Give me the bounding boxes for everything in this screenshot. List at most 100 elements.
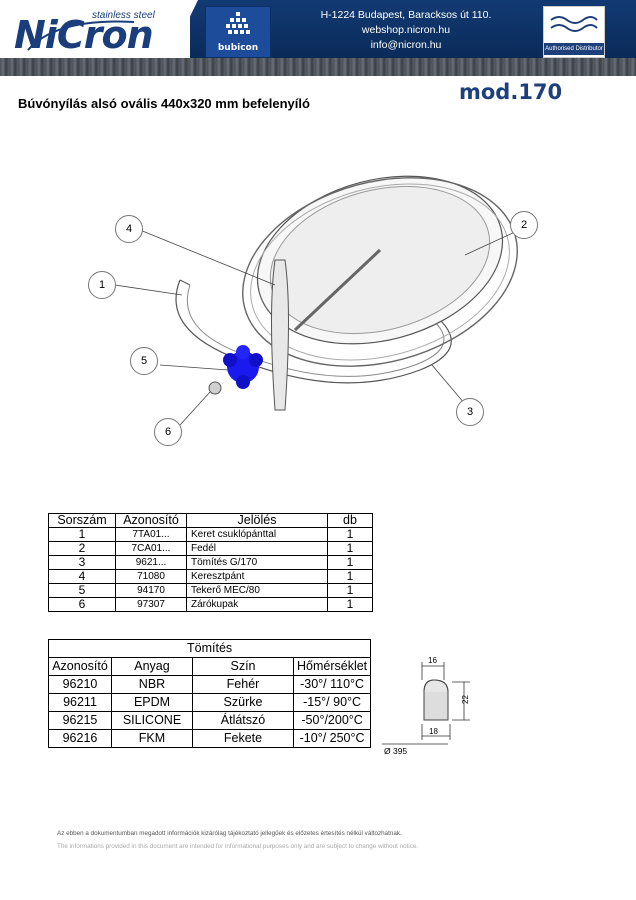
table-row: 96215 SILICONE Átlátszó -50°/200°C <box>48 711 372 730</box>
seal-table-caption: Tömítés <box>47 639 372 658</box>
bubicon-grid-icon <box>224 11 252 39</box>
alfa-laval-logo-icon <box>550 16 598 32</box>
header-cell: db <box>327 513 373 528</box>
nicron-swoosh-icon <box>27 20 135 51</box>
model-number: mod.170 <box>459 80 563 104</box>
email-link[interactable]: info@nicron.hu <box>370 39 442 51</box>
table-cell: 96211 <box>48 693 112 712</box>
table-header-row: Azonosító Anyag Szín Hőmérséklet <box>48 657 372 676</box>
exploded-view-drawing <box>114 175 531 426</box>
gasket-profile-drawing: 16 18 22 Ø 395 <box>382 656 470 756</box>
table-cell: Átlátszó <box>192 711 294 730</box>
header-cell: Hőmérséklet <box>292 657 372 676</box>
seal-caption-row: Tömítés <box>47 639 372 658</box>
brand-logo: NiCron <box>14 13 154 57</box>
table-cell: EPDM <box>111 693 193 712</box>
dim-bottom-width: 18 <box>429 727 438 736</box>
cover-lid-inner <box>269 185 491 335</box>
table-row: 96210 NBR Fehér -30°/ 110°C <box>48 675 372 694</box>
table-cell: 5 <box>48 583 116 598</box>
table-cell: 71080 <box>115 569 187 584</box>
table-cell: 1 <box>327 541 373 556</box>
document-title: Búvónyílás alsó ovális 440x320 mm befele… <box>18 96 310 111</box>
table-cell: 4 <box>48 569 116 584</box>
footer-disclaimer-hu: Az ebben a dokumentumban megadott inform… <box>57 830 402 837</box>
page-header: NiCron stainless steel bubicon H-1224 Bu… <box>0 0 636 76</box>
table-row: 2 7CA01... Fedél 1 <box>48 541 373 556</box>
company-address: H-1224 Budapest, Baracksos út 110. websh… <box>300 8 512 53</box>
table-cell: 1 <box>48 527 116 542</box>
dim-top-width: 16 <box>428 656 437 665</box>
crossbar <box>271 259 289 411</box>
table-cell: 96216 <box>48 729 112 748</box>
screw <box>293 248 382 332</box>
table-cell: 94170 <box>115 583 187 598</box>
table-row: 96216 FKM Fekete -10°/ 250°C <box>48 729 372 748</box>
handwheel <box>223 345 263 389</box>
table-cell: 7CA01... <box>115 541 187 556</box>
header-cell: Anyag <box>111 657 193 676</box>
address-line: H-1224 Budapest, Baracksos út 110. <box>320 9 492 21</box>
header-cell: Szín <box>192 657 294 676</box>
table-cell: 1 <box>327 569 373 584</box>
table-cell: 97307 <box>115 597 187 612</box>
webshop-link[interactable]: webshop.nicron.hu <box>361 24 451 36</box>
table-cell: Tekerő MEC/80 <box>186 583 328 598</box>
table-cell: 96215 <box>48 711 112 730</box>
table-row: 5 94170 Tekerő MEC/80 1 <box>48 583 373 598</box>
table-cell: Fekete <box>192 729 294 748</box>
table-cell: 96210 <box>48 675 112 694</box>
table-cell: 1 <box>327 583 373 598</box>
header-cell: Azonosító <box>115 513 187 528</box>
table-cell: Szürke <box>192 693 294 712</box>
table-cell: 6 <box>48 597 116 612</box>
distributor-badge: Authorised Distributor <box>543 6 605 58</box>
table-cell: 3 <box>48 555 116 570</box>
callout-2: 2 <box>510 211 538 239</box>
partner-logo: bubicon <box>205 6 271 58</box>
callout-1: 1 <box>88 271 116 299</box>
table-cell: Tömítés G/170 <box>186 555 328 570</box>
header-slant <box>168 0 198 62</box>
table-cell: -15°/ 90°C <box>292 693 372 712</box>
callout-6: 6 <box>154 418 182 446</box>
header-cell: Jelölés <box>186 513 328 528</box>
table-row: 3 9621... Tömítés G/170 1 <box>48 555 373 570</box>
dim-height: 22 <box>461 695 470 704</box>
header-cell: Sorszám <box>48 513 116 528</box>
table-row: 4 71080 Keresztpánt 1 <box>48 569 373 584</box>
table-cell: 1 <box>327 527 373 542</box>
table-cell: 9621... <box>115 555 187 570</box>
table-cell: -30°/ 110°C <box>292 675 372 694</box>
table-cell: SILICONE <box>111 711 193 730</box>
table-cell: -50°/200°C <box>292 711 372 730</box>
table-header-row: Sorszám Azonosító Jelölés db <box>48 513 373 528</box>
table-cell: Keresztpánt <box>186 569 328 584</box>
callout-5: 5 <box>130 347 158 375</box>
table-cell: 1 <box>327 597 373 612</box>
header-stripe <box>0 58 636 76</box>
table-cell: Fedél <box>186 541 328 556</box>
table-cell: -10°/ 250°C <box>292 729 372 748</box>
table-cell: 7TA01... <box>115 527 187 542</box>
frame-ring-inner <box>186 284 445 377</box>
header-cell: Azonosító <box>48 657 112 676</box>
distributor-badge-label: Authorised Distributor <box>544 43 604 55</box>
table-cell: Keret csuklópánttal <box>186 527 328 542</box>
footer-disclaimer-en: The informations provided in this docume… <box>57 843 419 850</box>
parts-table: Sorszám Azonosító Jelölés db 1 7TA01... … <box>48 513 373 612</box>
table-cell: Zárókupak <box>186 597 328 612</box>
end-cap <box>208 381 222 395</box>
dim-diameter: Ø 395 <box>384 746 407 756</box>
gasket-ring-inner <box>250 183 510 361</box>
brand-subtitle: stainless steel <box>92 10 155 21</box>
table-cell: 2 <box>48 541 116 556</box>
table-row: 96211 EPDM Szürke -15°/ 90°C <box>48 693 372 712</box>
callout-3: 3 <box>456 398 484 426</box>
table-cell: Fehér <box>192 675 294 694</box>
callout-4: 4 <box>115 215 143 243</box>
table-cell: FKM <box>111 729 193 748</box>
frame-ring <box>175 279 452 384</box>
partner-logo-label: bubicon <box>217 43 259 53</box>
table-row: 6 97307 Zárókupak 1 <box>48 597 373 612</box>
